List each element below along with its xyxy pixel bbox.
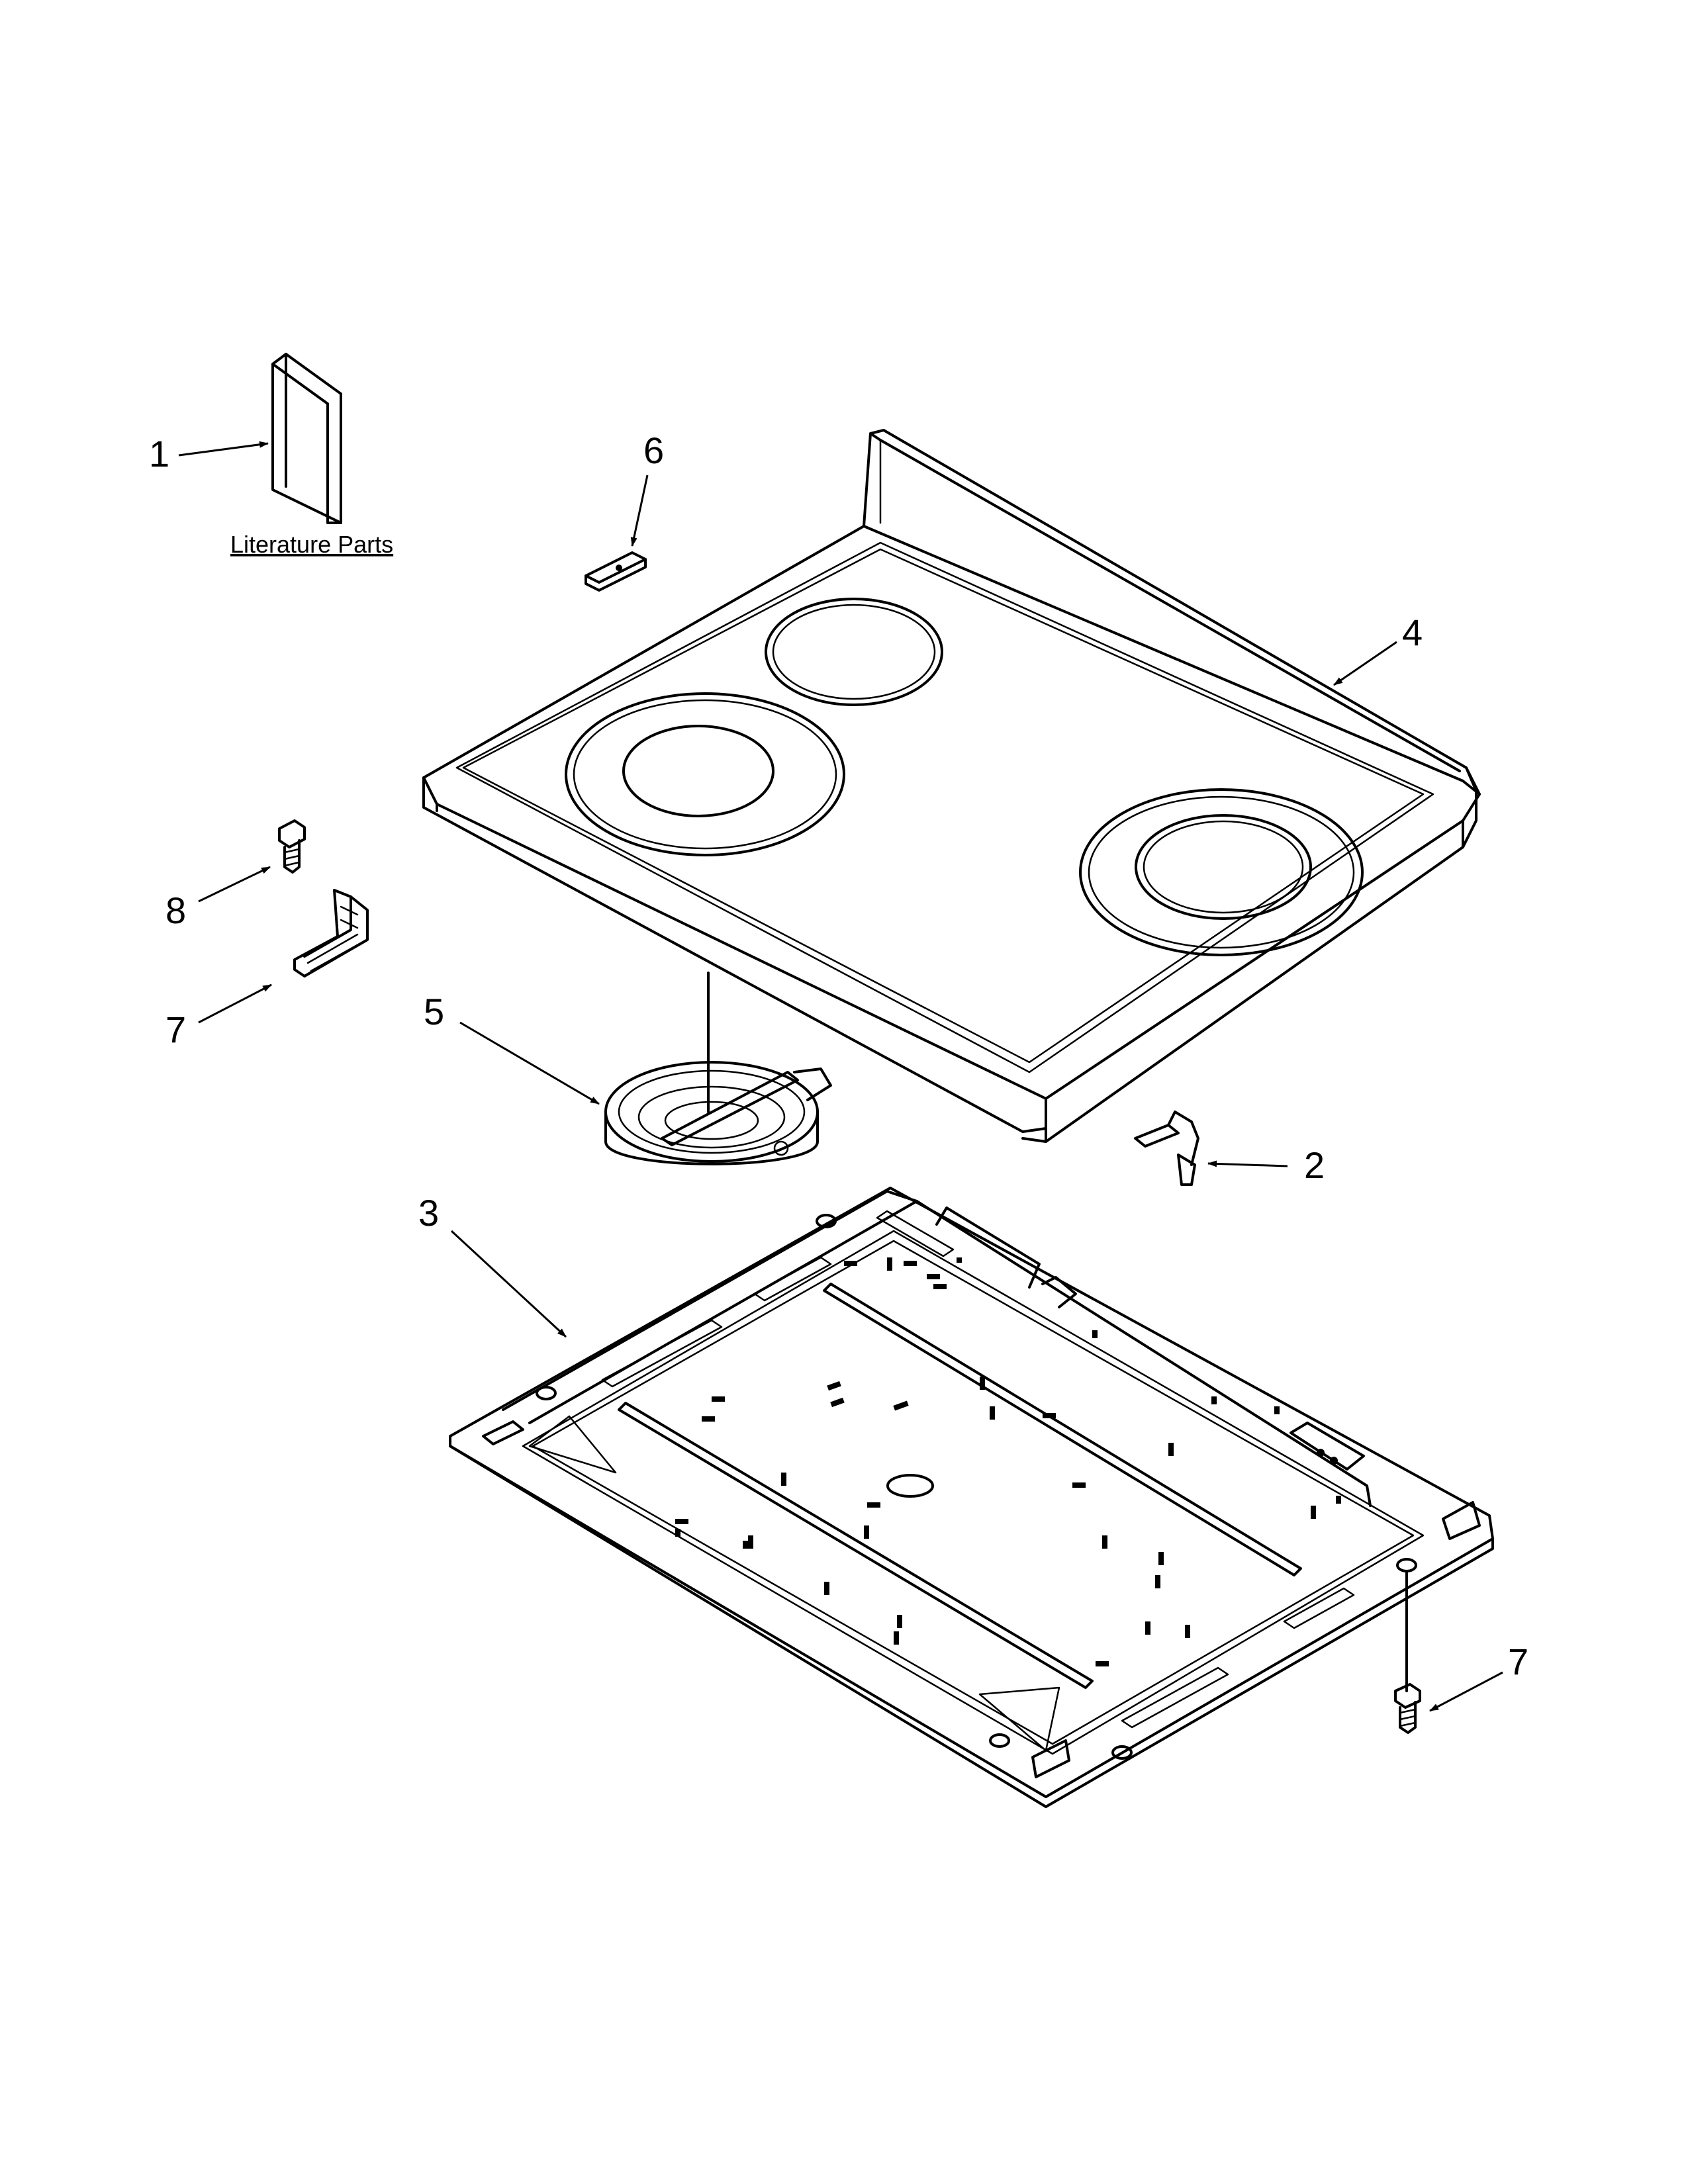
- radiant-element-part: [604, 972, 832, 1165]
- callout-4: 4: [1402, 612, 1423, 653]
- leader-5: [459, 1021, 600, 1105]
- leader-7-upper: [198, 983, 272, 1024]
- leader-3: [450, 1230, 567, 1338]
- leader-7-lower: [1429, 1671, 1503, 1712]
- callout-7-lower: 7: [1508, 1641, 1528, 1682]
- leader-1: [178, 441, 269, 457]
- leader-8: [198, 866, 271, 903]
- callout-5: 5: [424, 991, 444, 1032]
- literature-booklet-part: [271, 353, 342, 524]
- callout-6: 6: [643, 430, 664, 471]
- callout-2: 2: [1304, 1144, 1325, 1186]
- leader-6: [630, 475, 649, 547]
- cooktop-main-top-part: [422, 429, 1481, 1143]
- bracket-part: [293, 889, 369, 978]
- screw-part-7-lower: [1394, 1570, 1421, 1734]
- clip-part: [585, 551, 647, 592]
- callout-3: 3: [418, 1192, 439, 1234]
- literature-parts-caption: Literature Parts: [230, 531, 393, 558]
- callout-8: 8: [165, 889, 186, 931]
- callout-1: 1: [149, 433, 169, 475]
- spring-clip-part: [1134, 1111, 1199, 1186]
- leader-4: [1333, 641, 1397, 686]
- cooktop-bottom-pan-part: [449, 1187, 1494, 1808]
- leader-2: [1207, 1160, 1288, 1167]
- callout-7-upper: 7: [165, 1009, 186, 1050]
- screw-part-8: [278, 819, 306, 874]
